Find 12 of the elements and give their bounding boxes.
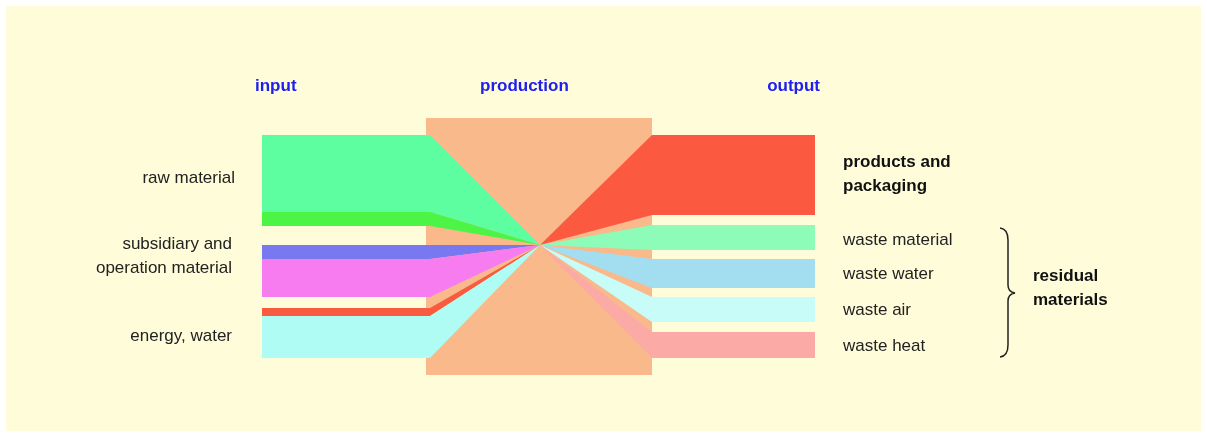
column-heading: production xyxy=(480,75,570,97)
input-label: raw material xyxy=(141,167,235,189)
output-label: products and packaging xyxy=(843,151,952,197)
output-label: waste material xyxy=(843,229,954,251)
column-heading: input xyxy=(255,75,298,97)
column-heading: output xyxy=(766,75,820,97)
output-label: waste heat xyxy=(843,335,927,357)
group-label: residual materials xyxy=(1033,265,1109,311)
output-label: waste water xyxy=(843,263,935,285)
input-label: energy, water xyxy=(129,325,232,347)
output-label: waste air xyxy=(843,299,913,321)
input-label: subsidiary and operation material xyxy=(94,233,232,279)
